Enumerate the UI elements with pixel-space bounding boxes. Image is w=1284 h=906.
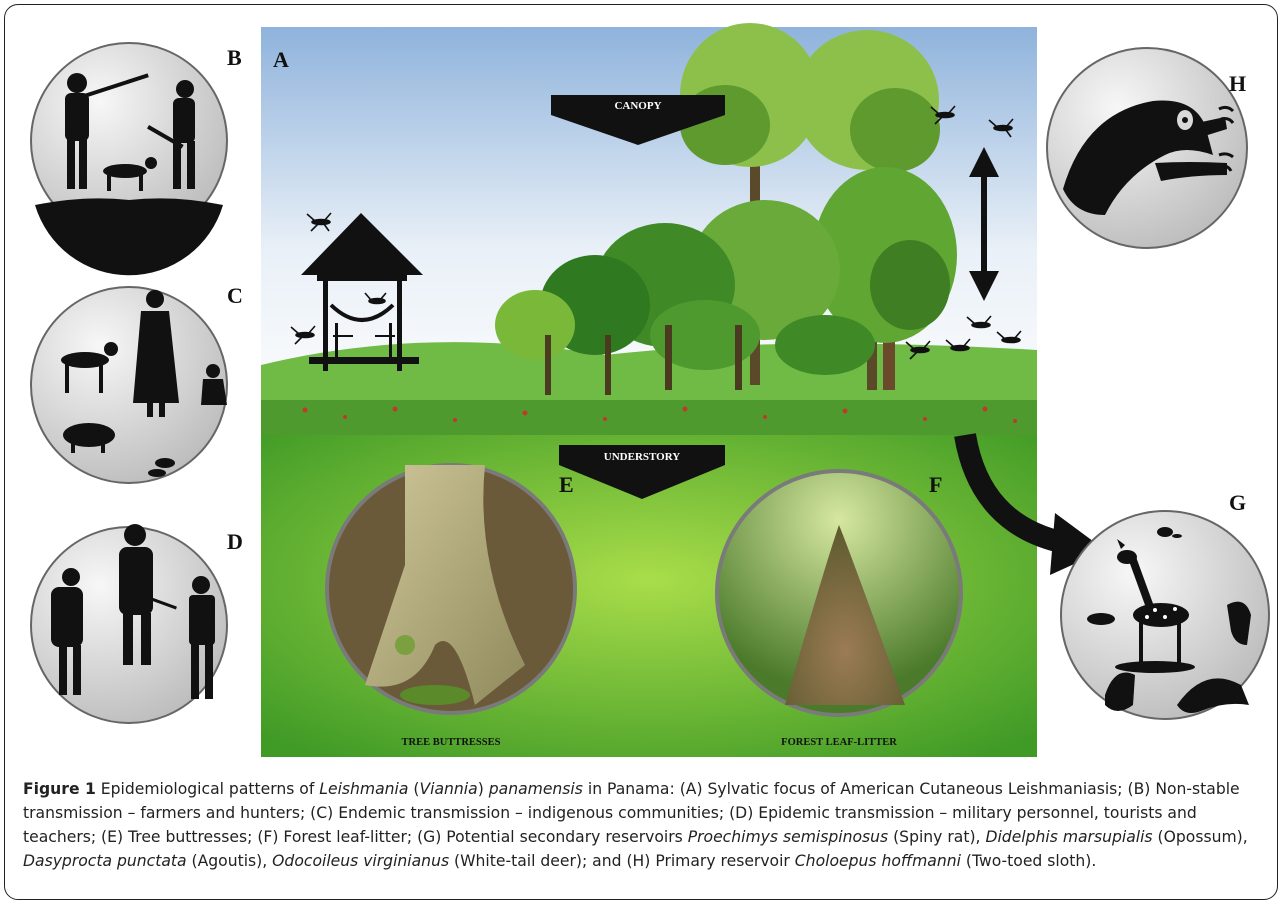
caption-italic-spiny-rat: Proechimys semispinosus bbox=[688, 828, 888, 846]
caption-figure-label: Figure 1 bbox=[23, 780, 96, 798]
forest-leaf-litter-label: FOREST LEAF-LITTER bbox=[781, 737, 897, 748]
caption-text-7: (Agoutis), bbox=[187, 852, 273, 870]
understory-arrow-label: UNDERSTORY bbox=[604, 451, 680, 463]
tree-buttresses-label: TREE BUTTRESSES bbox=[402, 737, 501, 748]
figure-frame: CANOPY UNDERSTORY TREE BUTTRESSES FOREST… bbox=[4, 4, 1278, 900]
figure-illustration: CANOPY UNDERSTORY TREE BUTTRESSES FOREST… bbox=[5, 5, 1278, 775]
panel-label-f: F bbox=[929, 472, 942, 497]
panel-d-circle: D bbox=[31, 524, 243, 723]
panel-c-circle: C bbox=[31, 283, 243, 483]
figure-caption: Figure 1 Epidemiological patterns of Lei… bbox=[23, 777, 1263, 873]
panel-b-circle: B bbox=[31, 43, 242, 275]
caption-italic-opossum: Didelphis marsupialis bbox=[985, 828, 1152, 846]
caption-text-1: Epidemiological patterns of bbox=[96, 780, 319, 798]
caption-italic-subgenus: Viannia bbox=[419, 780, 477, 798]
caption-text-2: ( bbox=[408, 780, 419, 798]
caption-text-9: (Two-toed sloth). bbox=[961, 852, 1096, 870]
panel-label-h: H bbox=[1229, 71, 1246, 96]
panel-a-scene: CANOPY UNDERSTORY TREE BUTTRESSES FOREST… bbox=[261, 23, 1105, 757]
panel-label-g: G bbox=[1229, 490, 1246, 515]
canopy-arrow-label: CANOPY bbox=[614, 100, 661, 112]
caption-italic-species: panamensis bbox=[489, 780, 583, 798]
caption-italic-agouti: Dasyprocta punctata bbox=[23, 852, 187, 870]
caption-text-8: (White-tail deer); and (H) Primary reser… bbox=[449, 852, 795, 870]
panel-label-d: D bbox=[227, 529, 243, 554]
caption-text-3: ) bbox=[478, 780, 489, 798]
caption-italic-sloth: Choloepus hoffmanni bbox=[795, 852, 961, 870]
caption-text-5: (Spiny rat), bbox=[888, 828, 985, 846]
forest-floor bbox=[261, 400, 1037, 436]
caption-text-6: (Opossum), bbox=[1153, 828, 1248, 846]
panel-label-a: A bbox=[273, 47, 289, 72]
caption-italic-genus: Leishmania bbox=[319, 780, 408, 798]
caption-italic-deer: Odocoileus virginianus bbox=[272, 852, 449, 870]
panel-label-b: B bbox=[227, 45, 242, 70]
panel-h-circle: H bbox=[1047, 48, 1247, 248]
panel-label-e: E bbox=[559, 472, 574, 497]
panel-label-c: C bbox=[227, 283, 243, 308]
panel-g-circle: G bbox=[1061, 490, 1269, 719]
